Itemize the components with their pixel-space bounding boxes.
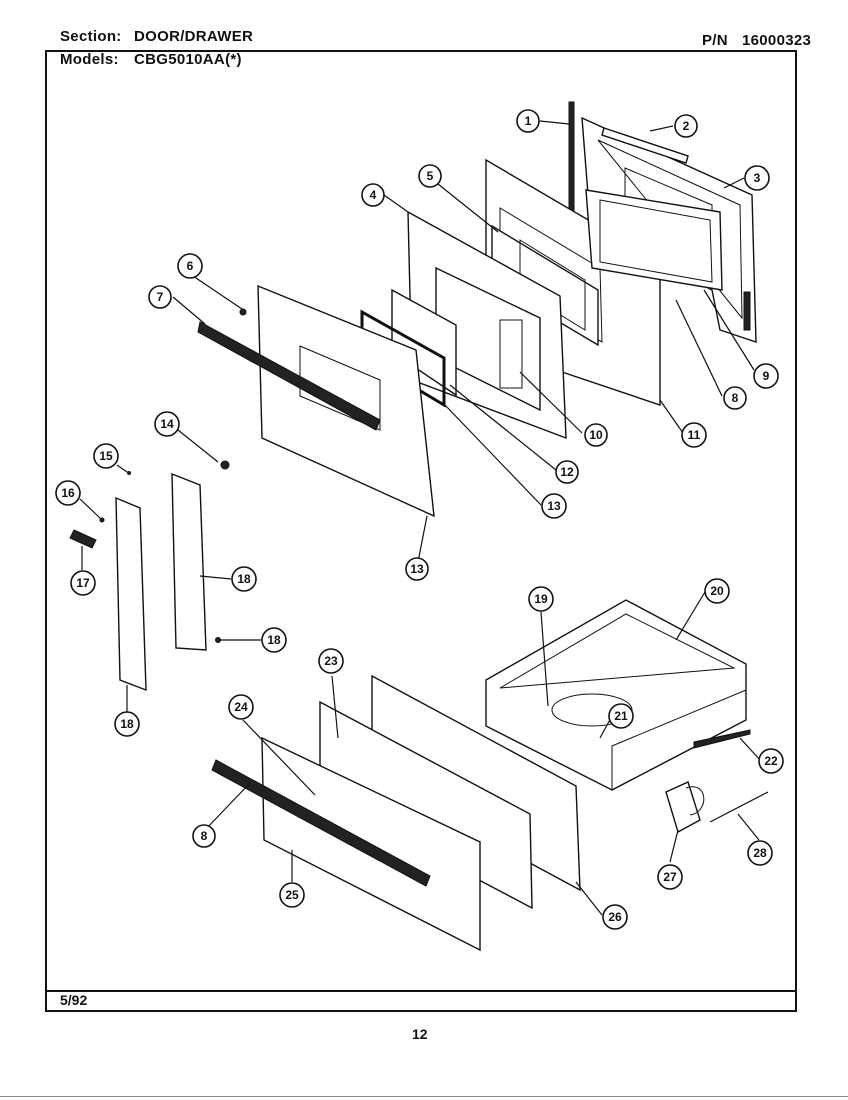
callout-21: 27 xyxy=(657,864,683,890)
callout-19: 26 xyxy=(602,904,628,930)
callout-10: 3 xyxy=(744,165,770,191)
callout-28: 15 xyxy=(93,443,119,469)
svg-text:16: 16 xyxy=(61,486,75,500)
svg-text:27: 27 xyxy=(663,870,677,884)
drawer-body xyxy=(485,599,747,791)
models-label: Models: xyxy=(60,51,119,68)
svg-text:11: 11 xyxy=(688,428,701,442)
svg-text:21: 21 xyxy=(614,709,628,723)
svg-text:8: 8 xyxy=(732,391,739,405)
callout-27: 14 xyxy=(154,411,180,437)
callout-16: 20 xyxy=(704,578,730,604)
svg-text:20: 20 xyxy=(710,584,724,598)
callout-17: 23 xyxy=(318,648,344,674)
spring xyxy=(709,791,769,823)
callout-23: 28 xyxy=(747,840,773,866)
callout-18-lower: 24 xyxy=(228,694,254,720)
svg-text:18: 18 xyxy=(120,717,134,731)
revision-date: 5/92 xyxy=(60,992,88,1008)
bracket xyxy=(69,529,97,549)
svg-text:15: 15 xyxy=(99,449,113,463)
part-number-value: 16000323 xyxy=(742,32,812,49)
svg-text:12: 12 xyxy=(560,465,574,479)
svg-text:9: 9 xyxy=(763,369,770,383)
callout-25: 21 xyxy=(608,703,634,729)
callout-14: 17 xyxy=(70,570,96,596)
door-handle-lower xyxy=(211,759,431,887)
callout-7: 10 xyxy=(584,423,608,447)
side-trim-right xyxy=(171,472,207,651)
page-number: 12 xyxy=(412,1026,428,1042)
callout-18-upper: 6 xyxy=(177,253,203,279)
screws xyxy=(99,308,247,643)
footer-divider xyxy=(45,990,797,992)
top-vent-strip xyxy=(601,127,689,164)
callout-22: 19 xyxy=(528,586,554,612)
svg-text:5: 5 xyxy=(427,169,434,183)
callout-3: 13 xyxy=(405,557,429,581)
callout-24: 22 xyxy=(758,748,784,774)
svg-text:17: 17 xyxy=(76,576,90,590)
section-label: Section: xyxy=(60,28,122,45)
models-value: CBG5010AA(*) xyxy=(134,51,242,68)
svg-text:28: 28 xyxy=(753,846,767,860)
svg-text:13: 13 xyxy=(547,499,561,513)
door-glass xyxy=(391,288,457,397)
page-edge-line xyxy=(0,1096,848,1097)
svg-text:7: 7 xyxy=(157,290,164,304)
callout-1: 8 xyxy=(723,386,747,410)
callout-5: 2 xyxy=(674,114,698,138)
callout-15: 18 xyxy=(114,711,140,737)
svg-text:18: 18 xyxy=(267,633,281,647)
callout-2: 4 xyxy=(361,183,385,207)
svg-text:23: 23 xyxy=(324,654,338,668)
callout-6: 12 xyxy=(555,460,579,484)
callout-20: 18 xyxy=(261,627,287,653)
svg-text:14: 14 xyxy=(160,417,174,431)
part-number-label: P/N xyxy=(702,32,728,49)
svg-text:3: 3 xyxy=(754,171,761,185)
drawer-bracket xyxy=(665,781,705,834)
leader-lines xyxy=(79,120,761,916)
callout-11: 11 xyxy=(681,422,707,448)
svg-text:13: 13 xyxy=(410,562,424,576)
svg-text:1: 1 xyxy=(525,114,532,128)
callout-18-left: 16 xyxy=(55,480,81,506)
svg-text:6: 6 xyxy=(187,259,194,273)
svg-text:22: 22 xyxy=(764,754,778,768)
side-trim-left xyxy=(115,496,147,692)
svg-text:8: 8 xyxy=(201,829,208,843)
section-value: DOOR/DRAWER xyxy=(134,28,254,45)
callout-9: 5 xyxy=(418,164,442,188)
diagram-frame xyxy=(45,50,797,1012)
svg-text:26: 26 xyxy=(608,910,622,924)
svg-text:10: 10 xyxy=(589,428,603,442)
inner-glass xyxy=(585,189,723,291)
callout-12: 25 xyxy=(279,882,305,908)
svg-text:25: 25 xyxy=(285,888,299,902)
callout-26: 18 xyxy=(231,566,257,592)
callout-13-left: 13 xyxy=(541,493,567,519)
svg-text:4: 4 xyxy=(370,188,377,202)
callout-8-lower: 8 xyxy=(192,824,216,848)
callout-13-right: 9 xyxy=(753,363,779,389)
drawer-rail xyxy=(693,729,751,749)
callout-4: 1 xyxy=(516,109,540,133)
svg-text:2: 2 xyxy=(683,119,690,133)
door-handle-upper xyxy=(197,321,381,431)
svg-text:19: 19 xyxy=(534,592,548,606)
svg-text:18: 18 xyxy=(237,572,251,586)
callout-8-upper: 7 xyxy=(148,285,172,309)
svg-text:24: 24 xyxy=(234,700,248,714)
